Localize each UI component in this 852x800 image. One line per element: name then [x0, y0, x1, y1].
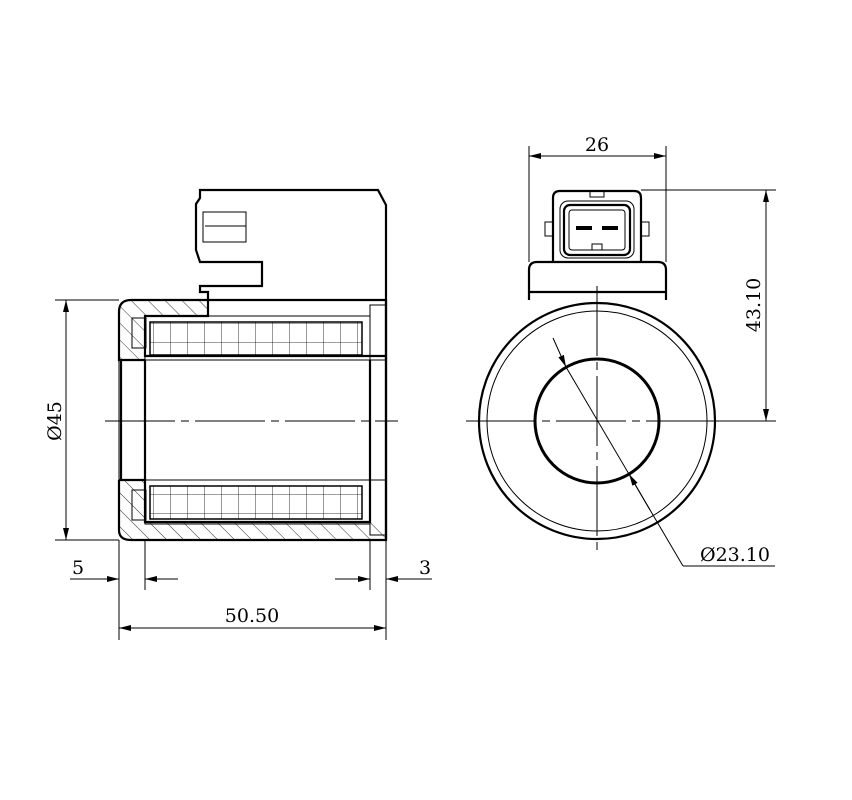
- connector-base: [527, 260, 668, 300]
- offset-3-label: 3: [419, 557, 431, 579]
- connector-pin-slot: [202, 211, 247, 243]
- coil-winding-top: [149, 321, 363, 356]
- bore: [118, 359, 387, 481]
- length-50-50-label: 50.50: [225, 605, 279, 627]
- side-section-view: [105, 188, 398, 542]
- width-26-label: 26: [585, 134, 609, 156]
- front-view: [466, 189, 728, 552]
- connector-housing-section: [194, 188, 388, 302]
- height-43-10-label: 43.10: [743, 278, 765, 332]
- offset-5-label: 5: [72, 557, 84, 579]
- front-view-dimensions: 26 43.10 Ø23.10: [528, 134, 776, 567]
- side-view-dimensions: Ø45 5 3 50.50: [44, 299, 432, 640]
- bore-diameter-label: Ø23.10: [700, 544, 770, 566]
- diameter-45-label: Ø45: [44, 401, 66, 441]
- connector-plug: [544, 189, 650, 262]
